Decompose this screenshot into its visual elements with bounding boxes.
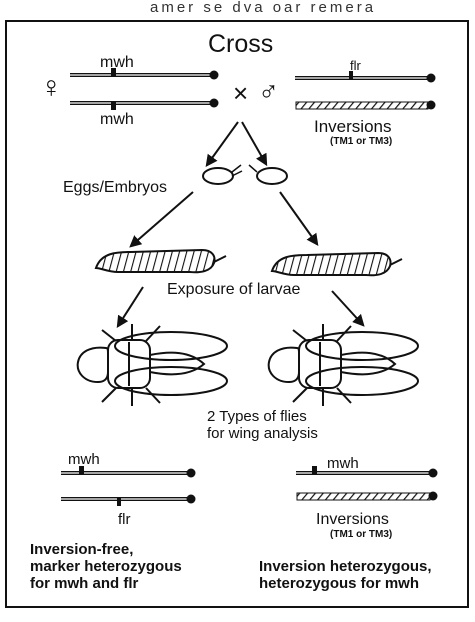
flies-label: 2 Types of flies: [207, 409, 307, 424]
flies-label-line2: for wing analysis: [207, 426, 318, 441]
male-marker-label: flr: [350, 59, 361, 72]
offspring-right-top-marker-label: mwh: [327, 456, 359, 471]
male-balancer-label: Inversions: [314, 118, 391, 135]
female-chromosome-bottom: [70, 99, 219, 111]
offspring-left-desc-3: for mwh and flr: [30, 576, 138, 591]
offspring-right-chromosome-balancer: [297, 492, 438, 501]
offspring-right-chromosome-top: [296, 466, 438, 478]
male-chromosome-flr: [295, 71, 436, 83]
arrow-cross-to-egg-right: [242, 122, 266, 164]
offspring-right-balancer-label: Inversions: [316, 512, 389, 528]
cross-symbol: ×: [233, 80, 248, 106]
offspring-right-balancer-note: (TM1 or TM3): [330, 530, 392, 540]
embryo-left-icon: [203, 165, 242, 184]
male-balancer-note: (TM1 or TM3): [330, 137, 392, 147]
arrow-egg-to-larva-right: [280, 192, 317, 244]
header-fragment: amer se dva oar remera: [150, 0, 376, 15]
arrow-larva-to-fly-right: [332, 291, 363, 325]
larva-left-icon: [96, 250, 226, 272]
male-symbol: ♂: [258, 78, 279, 106]
fly-left-icon: [78, 324, 227, 406]
arrow-larva-to-fly-left: [118, 287, 143, 326]
male-chromosome-balancer: [296, 101, 436, 110]
offspring-right-desc-2: heterozygous for mwh: [259, 576, 419, 591]
eggs-label: Eggs/Embryos: [63, 180, 167, 196]
arrow-egg-to-larva-left: [131, 192, 193, 246]
embryo-right-icon: [249, 165, 287, 184]
fly-right-icon: [269, 324, 418, 406]
offspring-right-desc-1: Inversion heterozygous,: [259, 559, 432, 574]
female-symbol: ♀: [40, 73, 63, 103]
offspring-left-desc-2: marker heterozygous: [30, 559, 182, 574]
larvae-label: Exposure of larvae: [167, 282, 300, 298]
female-chromosome-top: [70, 68, 219, 80]
arrow-cross-to-egg-left: [207, 122, 238, 165]
offspring-left-bottom-marker-label: flr: [118, 512, 131, 527]
cross-title: Cross: [208, 32, 273, 57]
female-top-marker-label: mwh: [100, 55, 134, 71]
larva-right-icon: [272, 253, 402, 275]
offspring-left-chromosome-bottom: [61, 495, 196, 507]
offspring-left-top-marker-label: mwh: [68, 452, 100, 467]
female-bottom-marker-label: mwh: [100, 112, 134, 128]
offspring-left-desc-1: Inversion-free,: [30, 542, 133, 557]
